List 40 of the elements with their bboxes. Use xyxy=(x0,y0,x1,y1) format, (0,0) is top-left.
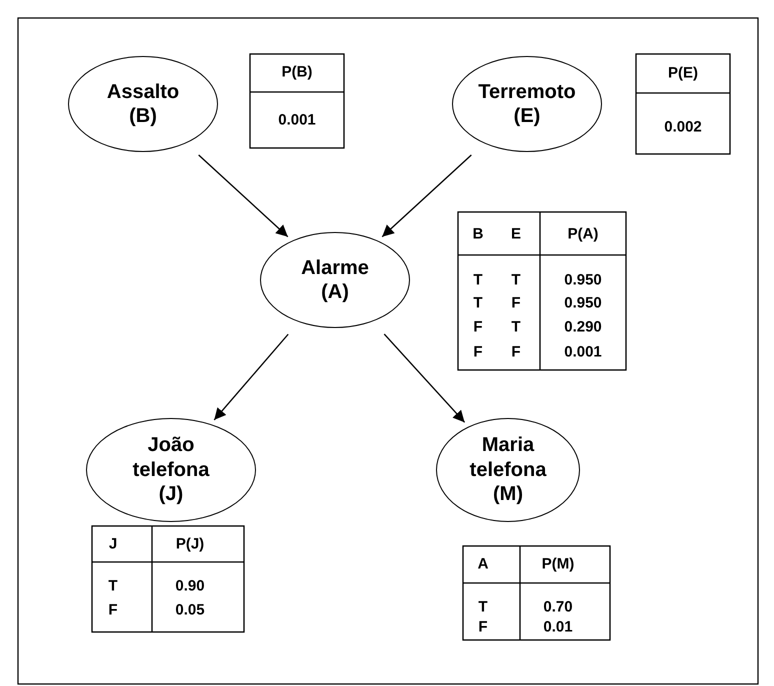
arrow xyxy=(382,154,472,238)
truth-value: T xyxy=(511,272,521,288)
probability-value: 0.05 xyxy=(175,602,205,618)
truth-value: F xyxy=(511,344,521,360)
probability-value: 0.950 xyxy=(564,272,602,288)
truth-value: F xyxy=(478,618,488,636)
truth-value: T xyxy=(473,272,483,288)
truth-value: F xyxy=(511,294,521,312)
probability-value: 0.001 xyxy=(564,344,602,360)
variable-name: Assalto (B) xyxy=(106,80,180,128)
column-header: B xyxy=(472,226,484,242)
probability-value: 0.001 xyxy=(278,112,316,128)
arrow xyxy=(198,154,288,238)
column-header: E xyxy=(511,226,521,242)
probability-value: 0.950 xyxy=(564,294,602,312)
variable-name: Alarme (A) xyxy=(300,256,370,304)
variable-name: João telefona (J) xyxy=(132,433,210,507)
arrow xyxy=(384,334,466,423)
column-header: J xyxy=(108,536,118,552)
probability-value: 0.290 xyxy=(564,318,602,336)
column-header: P(J) xyxy=(176,536,204,552)
column-header: A xyxy=(478,556,488,572)
truth-value: T xyxy=(108,578,118,594)
column-header: P(M) xyxy=(542,556,574,572)
column-header: P(B) xyxy=(282,64,312,80)
arrow xyxy=(214,334,289,420)
column-header: P(E) xyxy=(668,64,698,82)
probability-value: 0.90 xyxy=(175,578,205,594)
probability-value: 0.002 xyxy=(664,118,702,136)
truth-value: F xyxy=(473,344,483,360)
truth-value: F xyxy=(473,318,483,336)
truth-value: T xyxy=(473,294,483,312)
truth-value: T xyxy=(478,598,488,616)
variable-name: Terremoto (E) xyxy=(477,80,577,128)
column-header: P(A) xyxy=(568,226,598,242)
truth-value: T xyxy=(511,318,521,336)
probability-value: 0.70 xyxy=(543,598,573,616)
probability-value: 0.01 xyxy=(543,618,573,636)
truth-value: F xyxy=(108,602,118,618)
variable-name: Maria telefona (M) xyxy=(468,433,548,507)
